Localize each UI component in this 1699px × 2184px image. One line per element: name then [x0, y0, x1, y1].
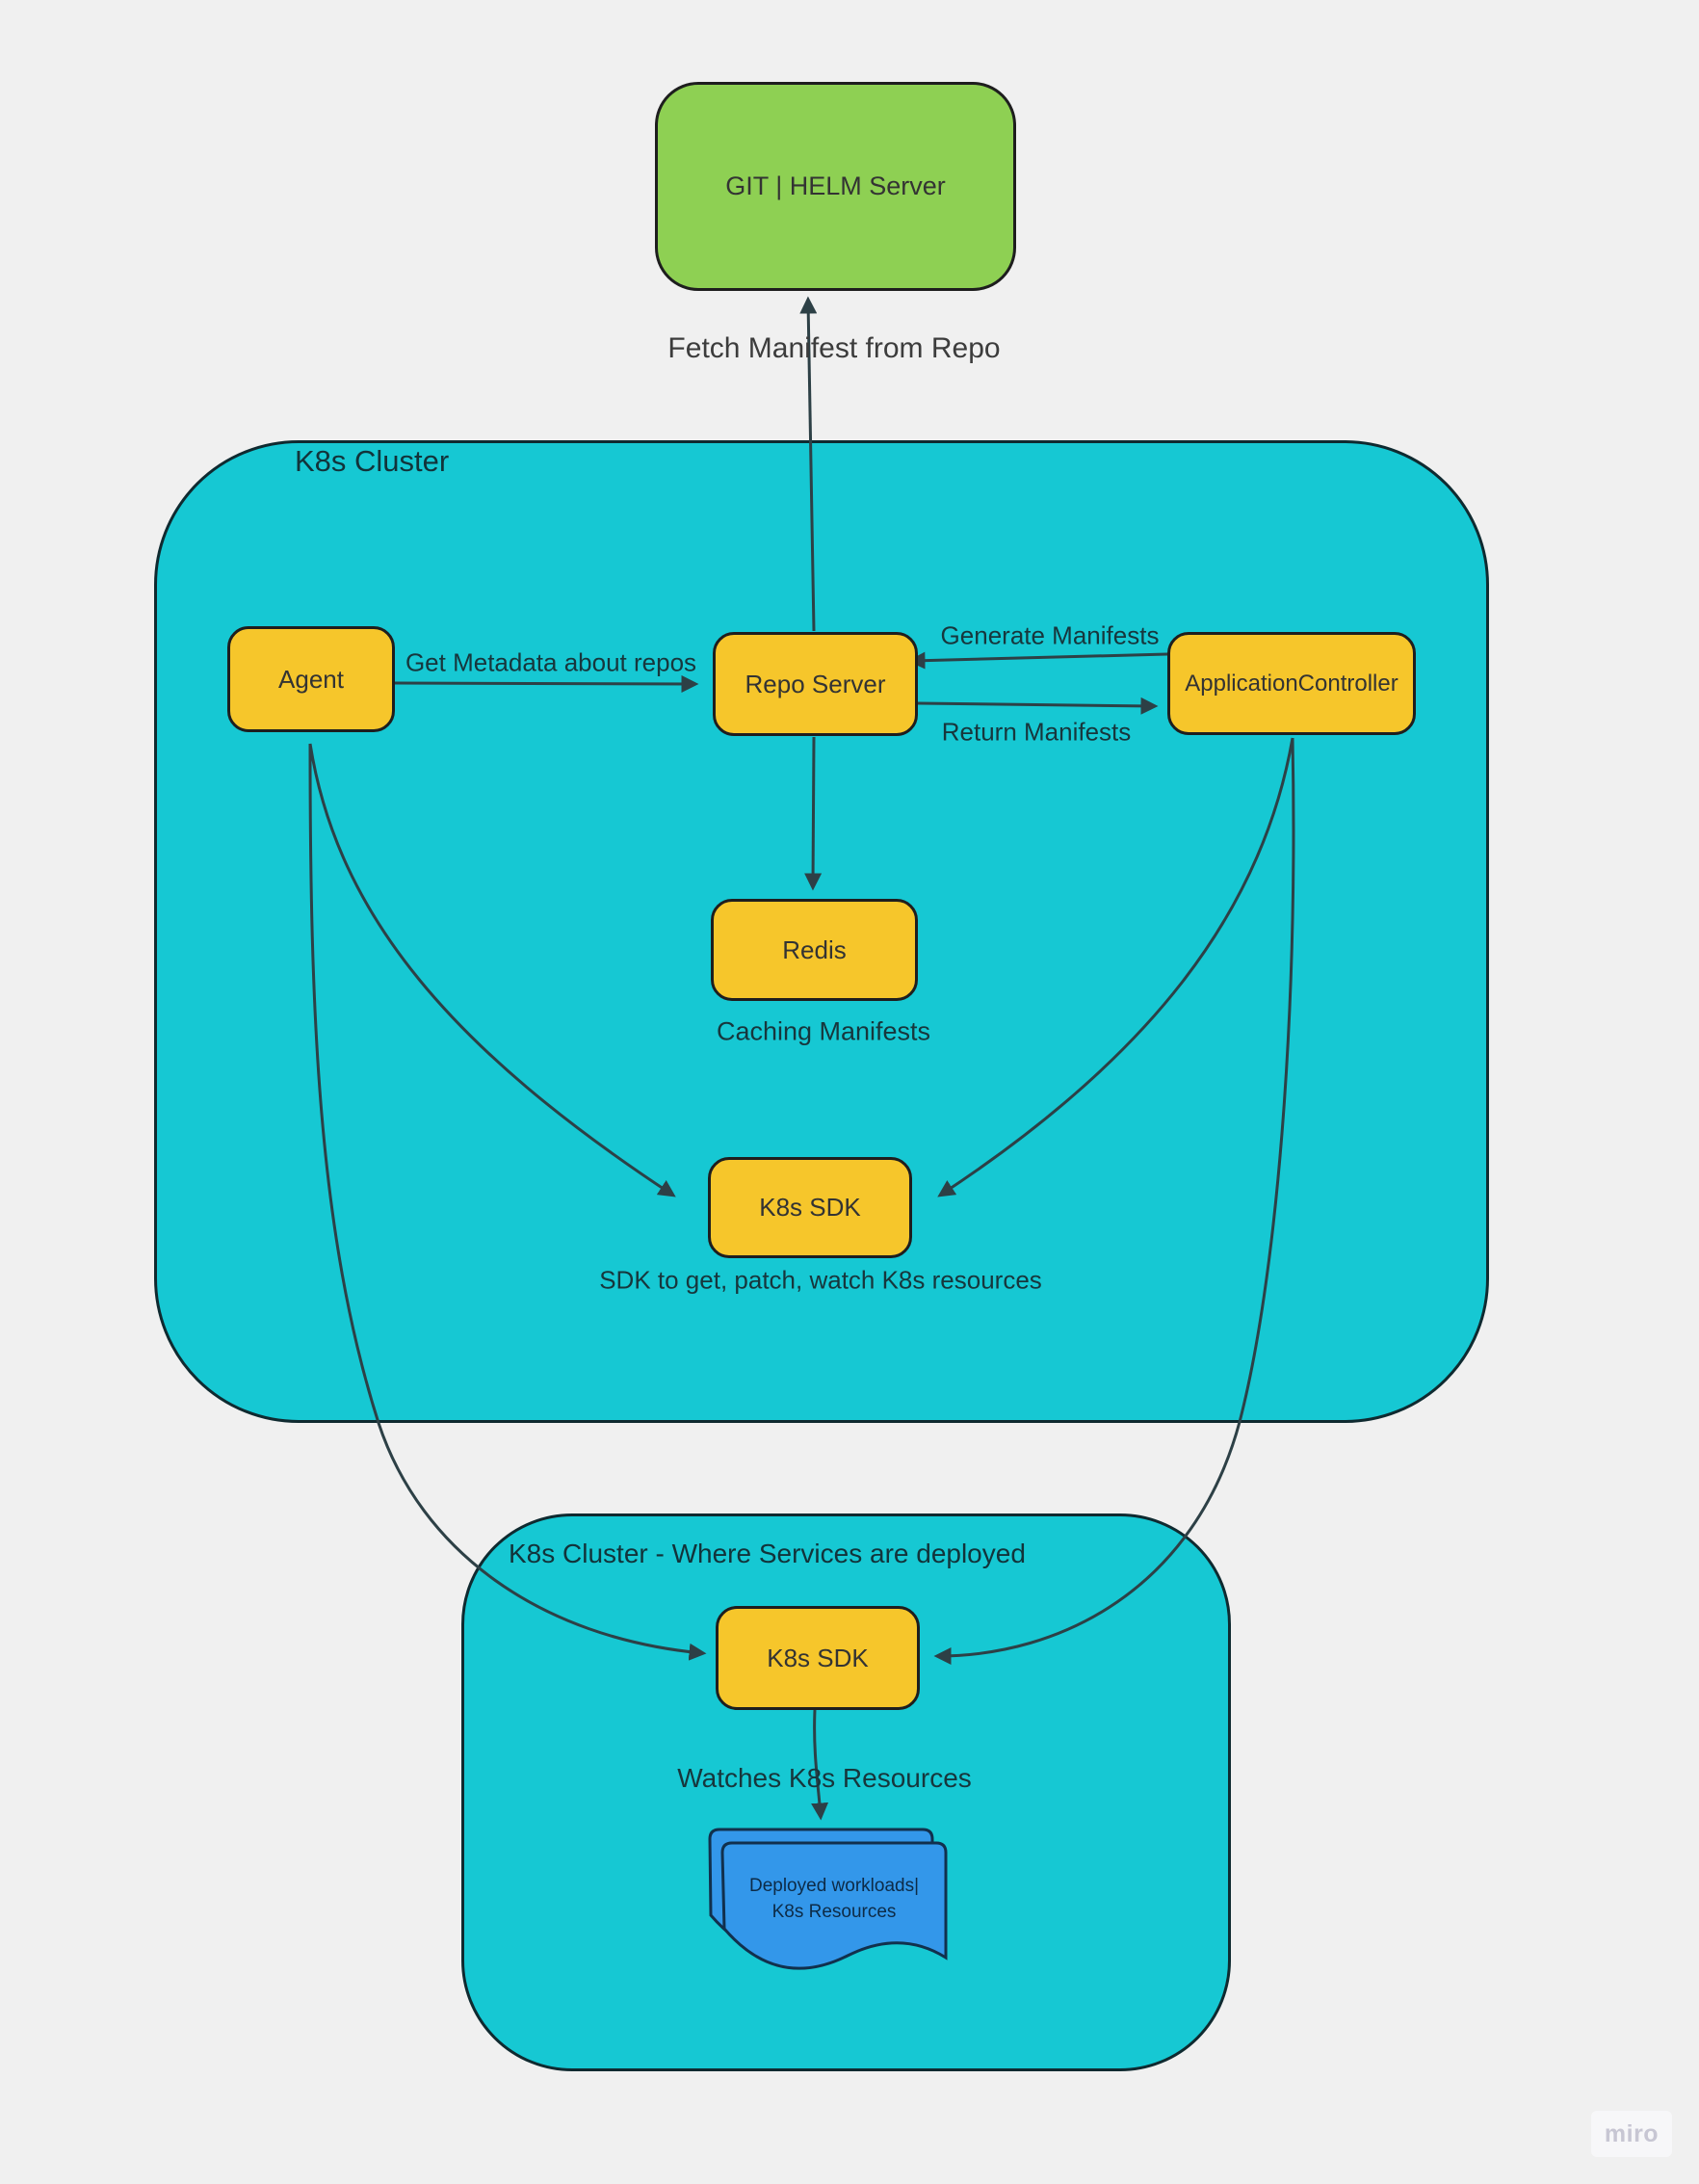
edge-agent-to-sdk2[interactable] — [308, 743, 707, 1661]
label-return-manifests[interactable]: Return Manifests — [941, 717, 1132, 747]
node-git-helm-server-label: GIT | HELM Server — [725, 171, 946, 200]
cluster-deploy-title: K8s Cluster - Where Services are deploye… — [509, 1539, 1026, 1568]
node-repo-server[interactable]: Repo Server — [713, 632, 918, 736]
node-application-controller-label: ApplicationController — [1185, 670, 1398, 697]
label-watches-resources[interactable]: Watches K8s Resources — [677, 1763, 972, 1793]
node-agent[interactable]: Agent — [227, 626, 395, 732]
edge-sdk2-to-workloads[interactable] — [811, 1709, 829, 1821]
node-agent-label: Agent — [278, 664, 344, 694]
node-k8s-sdk-main-label: K8s SDK — [759, 1193, 861, 1222]
edge-agent-to-repo[interactable] — [394, 674, 699, 693]
node-k8s-sdk-main[interactable]: K8s SDK — [708, 1157, 912, 1258]
document-front-sheet[interactable] — [720, 1841, 948, 1970]
deployed-workloads-document[interactable] — [708, 1828, 948, 1970]
node-k8s-sdk-deploy-label: K8s SDK — [767, 1643, 869, 1672]
deployed-workloads-label: Deployed workloads| K8s Resources — [749, 1873, 919, 1925]
node-repo-server-label: Repo Server — [745, 669, 886, 698]
edge-repo-to-git[interactable] — [799, 296, 818, 632]
label-caching-manifests[interactable]: Caching Manifests — [716, 1016, 931, 1046]
deployed-workloads-line1: Deployed workloads| — [748, 1876, 920, 1896]
node-redis-label: Redis — [782, 934, 847, 964]
label-generate-manifests[interactable]: Generate Manifests — [940, 620, 1160, 650]
miro-logo-text: miro — [1604, 2119, 1660, 2147]
label-fetch-manifest[interactable]: Fetch Manifest from Repo — [667, 332, 1001, 364]
node-application-controller[interactable]: ApplicationController — [1167, 632, 1416, 735]
label-get-metadata[interactable]: Get Metadata about repos — [405, 647, 697, 677]
edge-repo-to-appctrl[interactable] — [917, 697, 1159, 715]
node-git-helm-server[interactable]: GIT | HELM Server — [655, 82, 1016, 291]
edge-appctrl-to-sdk1[interactable] — [937, 737, 1294, 1197]
edge-agent-to-sdk1[interactable] — [308, 743, 676, 1197]
edge-appctrl-to-sdk2[interactable] — [933, 737, 1295, 1665]
deployed-workloads-line2: K8s Resources — [771, 1902, 897, 1922]
edge-appctrl-to-repo[interactable] — [907, 651, 1168, 670]
cluster-main-title: K8s Cluster — [295, 444, 450, 478]
label-sdk-purpose[interactable]: SDK to get, patch, watch K8s resources — [599, 1265, 1042, 1295]
edge-repo-to-redis[interactable] — [804, 736, 823, 891]
node-k8s-sdk-deploy[interactable]: K8s SDK — [716, 1606, 920, 1710]
node-redis[interactable]: Redis — [711, 899, 918, 1001]
miro-logo: miro — [1591, 2111, 1672, 2157]
